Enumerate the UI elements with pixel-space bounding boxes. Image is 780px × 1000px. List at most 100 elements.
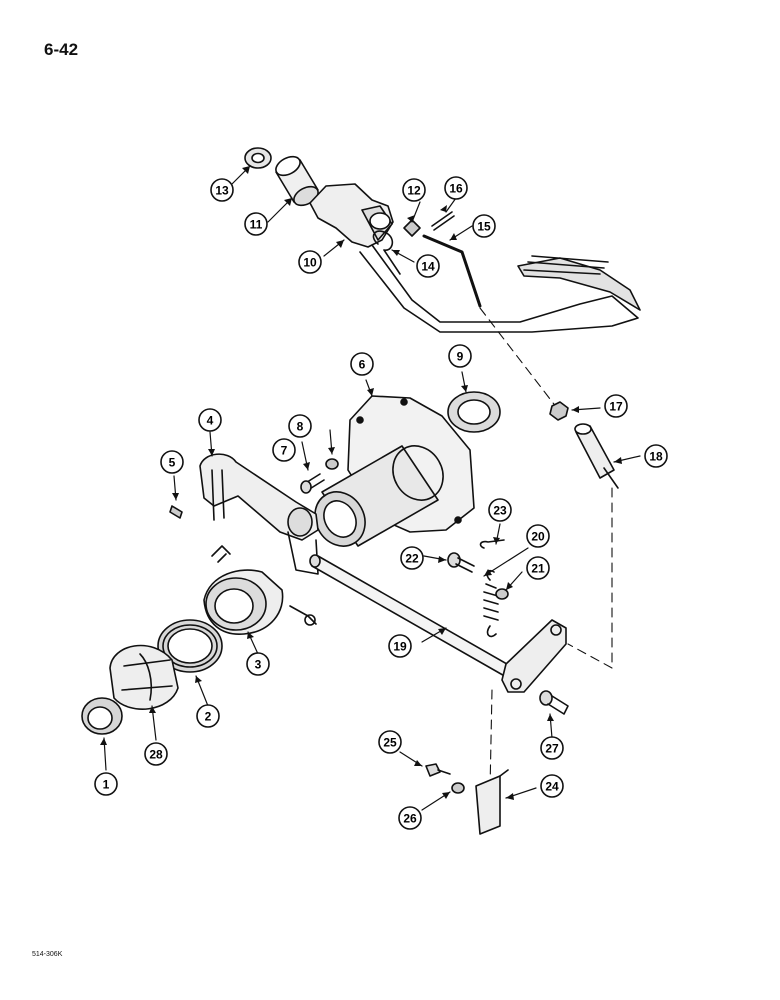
callout-number: 16 bbox=[449, 182, 463, 196]
callout-number: 28 bbox=[149, 748, 163, 762]
callout-5: 5 bbox=[160, 450, 184, 474]
part-bushing-12 bbox=[403, 219, 421, 237]
callout-number: 19 bbox=[393, 640, 407, 654]
callout-13: 13 bbox=[210, 178, 234, 202]
part-pin-22 bbox=[447, 552, 475, 573]
callout-circle bbox=[350, 352, 374, 376]
part-washer-8 bbox=[325, 458, 339, 470]
part-seal-9 bbox=[447, 391, 501, 433]
callout-number: 20 bbox=[531, 530, 545, 544]
callout-circle bbox=[488, 498, 512, 522]
callout-3: 3 bbox=[246, 652, 270, 676]
callout-number: 8 bbox=[297, 420, 304, 434]
part-bolt-7 bbox=[300, 473, 325, 494]
callout-circle bbox=[246, 652, 270, 676]
part-pin-16 bbox=[431, 211, 455, 231]
callout-number: 26 bbox=[403, 812, 417, 826]
callout-circle bbox=[448, 344, 472, 368]
callout-circle bbox=[526, 556, 550, 580]
part-pin-5 bbox=[169, 505, 183, 519]
callout-circle bbox=[604, 394, 628, 418]
callout-number: 6 bbox=[359, 358, 366, 372]
callout-2: 2 bbox=[196, 704, 220, 728]
part-nut-17 bbox=[549, 401, 569, 421]
part-pivot-pin-27 bbox=[539, 690, 569, 715]
callout-number: 9 bbox=[457, 350, 464, 364]
part-fork-4 bbox=[199, 453, 319, 575]
callout-4: 4 bbox=[198, 408, 222, 432]
callout-number: 7 bbox=[281, 444, 288, 458]
callout-number: 27 bbox=[545, 742, 559, 756]
part-washer-21 bbox=[495, 588, 509, 600]
callout-17: 17 bbox=[604, 394, 628, 418]
callout-number: 2 bbox=[205, 710, 212, 724]
callout-23: 23 bbox=[488, 498, 512, 522]
callout-number: 22 bbox=[405, 552, 419, 566]
callout-number: 13 bbox=[215, 184, 229, 198]
callout-circle bbox=[444, 176, 468, 200]
callout-circle bbox=[416, 254, 440, 278]
part-bolt-25 bbox=[425, 763, 451, 777]
callout-number: 21 bbox=[531, 562, 545, 576]
part-bearing-carrier-3 bbox=[203, 545, 317, 635]
callout-28: 28 bbox=[144, 742, 168, 766]
part-ring-28 bbox=[109, 644, 179, 710]
callout-26: 26 bbox=[398, 806, 422, 830]
callout-circle bbox=[244, 212, 268, 236]
callout-number: 17 bbox=[609, 400, 623, 414]
callout-6: 6 bbox=[350, 352, 374, 376]
callout-number: 1 bbox=[103, 778, 110, 792]
callout-number: 4 bbox=[207, 414, 214, 428]
callout-circle bbox=[196, 704, 220, 728]
callout-number: 5 bbox=[169, 456, 176, 470]
callout-9: 9 bbox=[448, 344, 472, 368]
callout-20: 20 bbox=[526, 524, 550, 548]
callout-10: 10 bbox=[298, 250, 322, 274]
callout-15: 15 bbox=[472, 214, 496, 238]
callout-circle bbox=[144, 742, 168, 766]
page-number: 6-42 bbox=[44, 40, 79, 59]
part-rod-15 bbox=[422, 234, 482, 308]
callout-circle bbox=[402, 178, 426, 202]
callout-25: 25 bbox=[378, 730, 402, 754]
part-washer-13 bbox=[244, 147, 272, 169]
callout-24: 24 bbox=[540, 774, 564, 798]
callout-number: 25 bbox=[383, 736, 397, 750]
callout-number: 23 bbox=[493, 504, 507, 518]
callout-circle bbox=[398, 806, 422, 830]
callout-1: 1 bbox=[94, 772, 118, 796]
part-pedal-10 bbox=[309, 183, 641, 333]
callout-circle bbox=[472, 214, 496, 238]
callout-14: 14 bbox=[416, 254, 440, 278]
callout-number: 14 bbox=[421, 260, 435, 274]
part-clip-23 bbox=[479, 539, 505, 549]
callout-number: 15 bbox=[477, 220, 491, 234]
callout-22: 22 bbox=[400, 546, 424, 570]
part-spring-clip-14 bbox=[372, 230, 401, 275]
callout-number: 11 bbox=[250, 218, 263, 232]
callout-12: 12 bbox=[402, 178, 426, 202]
callout-circle bbox=[540, 736, 564, 760]
callout-11: 11 bbox=[244, 212, 268, 236]
arrowheads bbox=[100, 166, 622, 800]
callout-19: 19 bbox=[388, 634, 412, 658]
part-yoke-18 bbox=[574, 423, 619, 489]
part-bearing-2 bbox=[157, 619, 223, 673]
part-spring-20 bbox=[483, 569, 499, 638]
callout-number: 18 bbox=[649, 450, 663, 464]
callout-labels: 1234567891011121314151617181920212223242… bbox=[94, 176, 668, 830]
callout-27: 27 bbox=[540, 736, 564, 760]
callout-circle bbox=[272, 438, 296, 462]
callout-number: 10 bbox=[303, 256, 317, 270]
callout-7: 7 bbox=[272, 438, 296, 462]
callout-number: 3 bbox=[255, 658, 262, 672]
callout-circle bbox=[400, 546, 424, 570]
callout-circle bbox=[288, 414, 312, 438]
callout-circle bbox=[526, 524, 550, 548]
callout-circle bbox=[540, 774, 564, 798]
callout-circle bbox=[388, 634, 412, 658]
callout-number: 24 bbox=[545, 780, 559, 794]
callout-21: 21 bbox=[526, 556, 550, 580]
part-plate-24 bbox=[475, 769, 509, 835]
